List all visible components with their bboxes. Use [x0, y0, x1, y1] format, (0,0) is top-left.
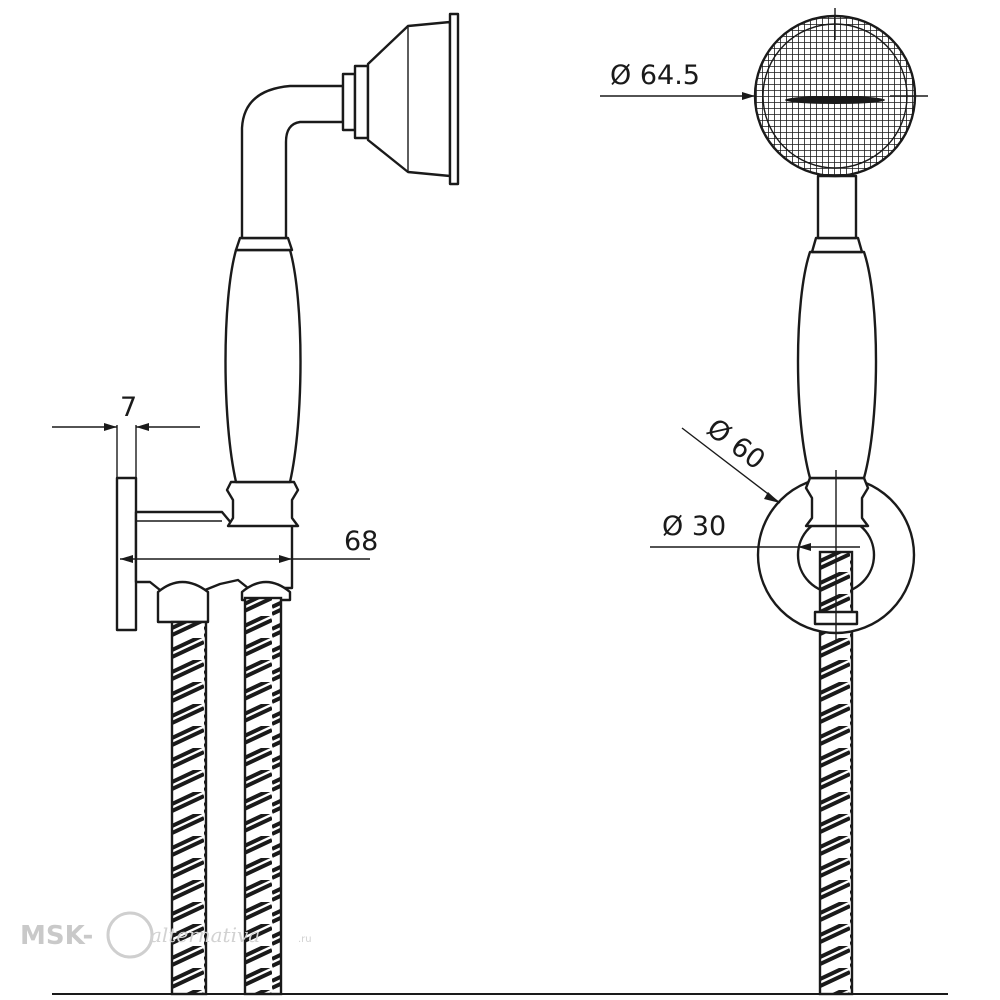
front-view: Ø 64.5 Ø 60 Ø 30	[600, 8, 928, 996]
dim-label-64-5: Ø 64.5	[610, 60, 700, 91]
handle-collar-upper	[234, 236, 294, 252]
dim-label-7: 7	[120, 392, 137, 423]
hose-ferrule-right	[240, 580, 292, 602]
handle-collar-lower	[225, 480, 300, 528]
wall-flange	[115, 476, 138, 632]
hose-left	[170, 620, 208, 996]
dim-label-60: Ø 60	[701, 413, 771, 476]
shower-head-side	[366, 20, 452, 178]
watermark-at-icon	[106, 911, 154, 959]
shower-face-side	[448, 12, 460, 186]
hose-front	[818, 598, 854, 996]
head-connector	[341, 72, 357, 132]
hose-ferrule-left	[156, 580, 210, 624]
watermark: MSK- alternativa .ru	[20, 911, 312, 959]
watermark-tld: .ru	[298, 934, 312, 945]
dim-holder-outer-diameter: Ø 60	[681, 413, 781, 504]
watermark-brand: MSK-	[20, 921, 93, 951]
watermark-domain: alternativa	[150, 923, 260, 947]
dim-flange-thickness: 7	[52, 392, 200, 478]
front-neck	[816, 174, 858, 240]
dim-holder-inner-diameter: Ø 30	[650, 511, 860, 551]
side-view: 7 68	[52, 12, 460, 996]
dim-holder-projection: 68	[120, 526, 378, 563]
handle-grip	[224, 248, 302, 484]
front-collar-lower	[804, 476, 870, 528]
dim-label-68: 68	[344, 526, 378, 557]
front-handle-grip	[796, 250, 878, 480]
handle-neck	[240, 84, 345, 240]
dim-head-diameter: Ø 64.5	[600, 60, 755, 100]
dim-label-30: Ø 30	[662, 511, 726, 542]
